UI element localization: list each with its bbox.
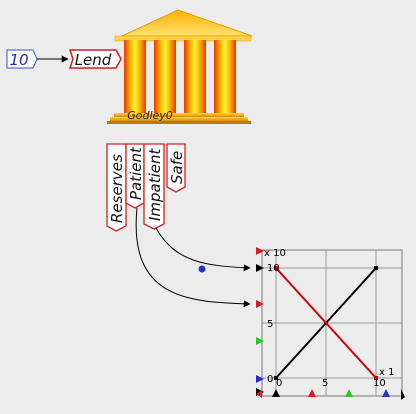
plot-port-arrow[interactable]	[401, 389, 405, 400]
plot-port-arrow[interactable]	[256, 264, 264, 272]
stock-reserves[interactable]: Reserves	[106, 143, 127, 232]
plot-data-point	[274, 376, 278, 380]
plot-data-point	[374, 376, 378, 380]
stock-impatient[interactable]: Impatient	[143, 143, 165, 230]
plot-y-multiplier: x 10	[264, 248, 286, 259]
plot-y-tick-label: 5	[267, 319, 273, 330]
plot-x-tick-label: 10	[373, 378, 386, 389]
constant-variable[interactable]: 10	[6, 49, 38, 69]
plot-x-tick-label: 5	[322, 378, 328, 389]
godley-table-icon[interactable]: Godley0	[107, 9, 253, 124]
plot-y-tick-label: 10	[267, 263, 280, 274]
stock-label-patient: Patient	[127, 146, 145, 200]
stock-label-reserves: Reserves	[108, 154, 126, 223]
plot-x-multiplier: x 1	[379, 367, 394, 378]
plot-port-arrow[interactable]	[256, 300, 264, 308]
plot-port-arrow[interactable]	[345, 389, 353, 397]
plot-port-arrow[interactable]	[256, 247, 264, 255]
wire-patient-to-plot[interactable]	[135, 207, 251, 308]
plot-widget[interactable]: x 10 x 1 10 5 0 0 5 10	[256, 247, 405, 400]
plot-port-arrow[interactable]	[382, 389, 390, 397]
flow-variable[interactable]: Lend	[68, 49, 122, 69]
stock-patient[interactable]: Patient	[125, 143, 145, 209]
plot-port-arrow[interactable]	[256, 390, 262, 398]
plot-series-line-1	[275, 267, 377, 379]
plot-y-tick-label: 0	[267, 374, 273, 385]
plot-data-point	[374, 266, 378, 270]
wire-handle-dot[interactable]	[198, 265, 206, 273]
plot-port-arrow[interactable]	[272, 389, 280, 397]
plot-series	[274, 266, 378, 380]
flow-label: Lend	[75, 51, 112, 69]
stock-label-impatient: Impatient	[146, 147, 164, 221]
plot-port-arrow[interactable]	[256, 337, 264, 345]
plot-data-point	[274, 266, 278, 270]
constant-value: 10	[9, 51, 28, 69]
stock-label-safe: Safe	[168, 151, 186, 184]
plot-port-arrow[interactable]	[256, 375, 264, 383]
stock-safe[interactable]: Safe	[166, 143, 186, 193]
plot-port-arrow[interactable]	[308, 389, 316, 397]
plot-x-tick-label: 0	[276, 378, 282, 389]
godley-table-name: Godley0	[127, 109, 173, 122]
wire-impatient-to-plot[interactable]	[155, 227, 251, 272]
